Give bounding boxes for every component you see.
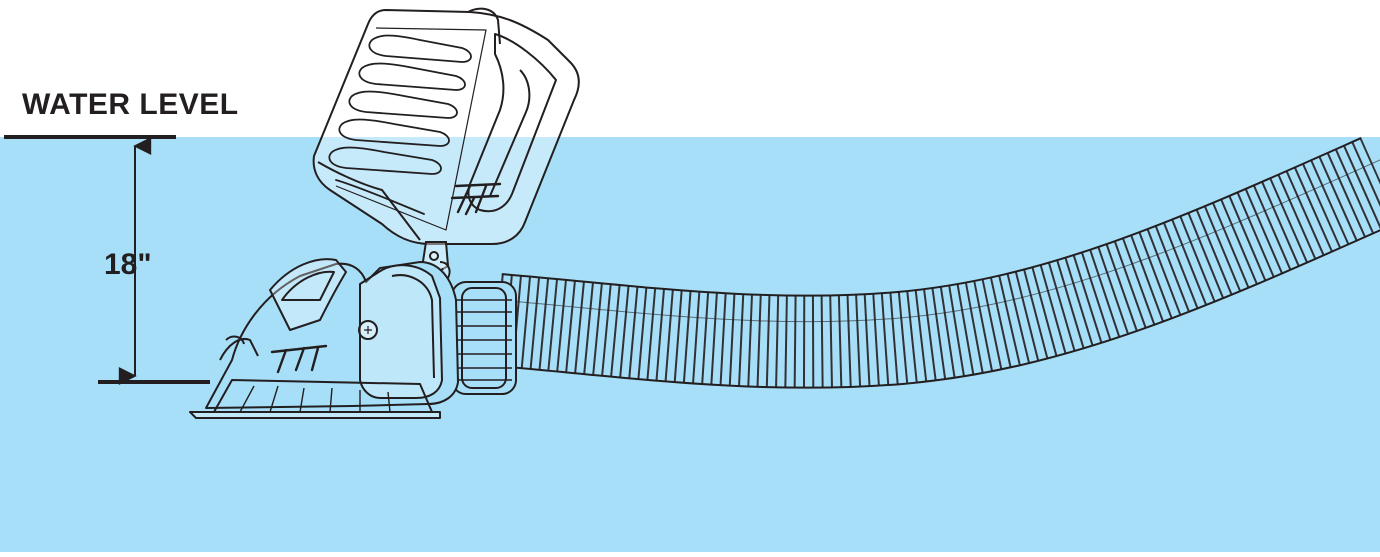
float (312, 7, 580, 245)
depth-measurement-label: 18" (104, 248, 152, 281)
hose-highlight (497, 159, 1380, 323)
hose-coupling (451, 281, 517, 395)
intake-housing (189, 258, 459, 419)
hose-body (494, 138, 1380, 387)
float-tmt-logo (450, 182, 502, 216)
float-ribs (328, 34, 472, 215)
intake-tmt-logo (270, 344, 328, 374)
water-level-label: WATER LEVEL (22, 88, 239, 121)
